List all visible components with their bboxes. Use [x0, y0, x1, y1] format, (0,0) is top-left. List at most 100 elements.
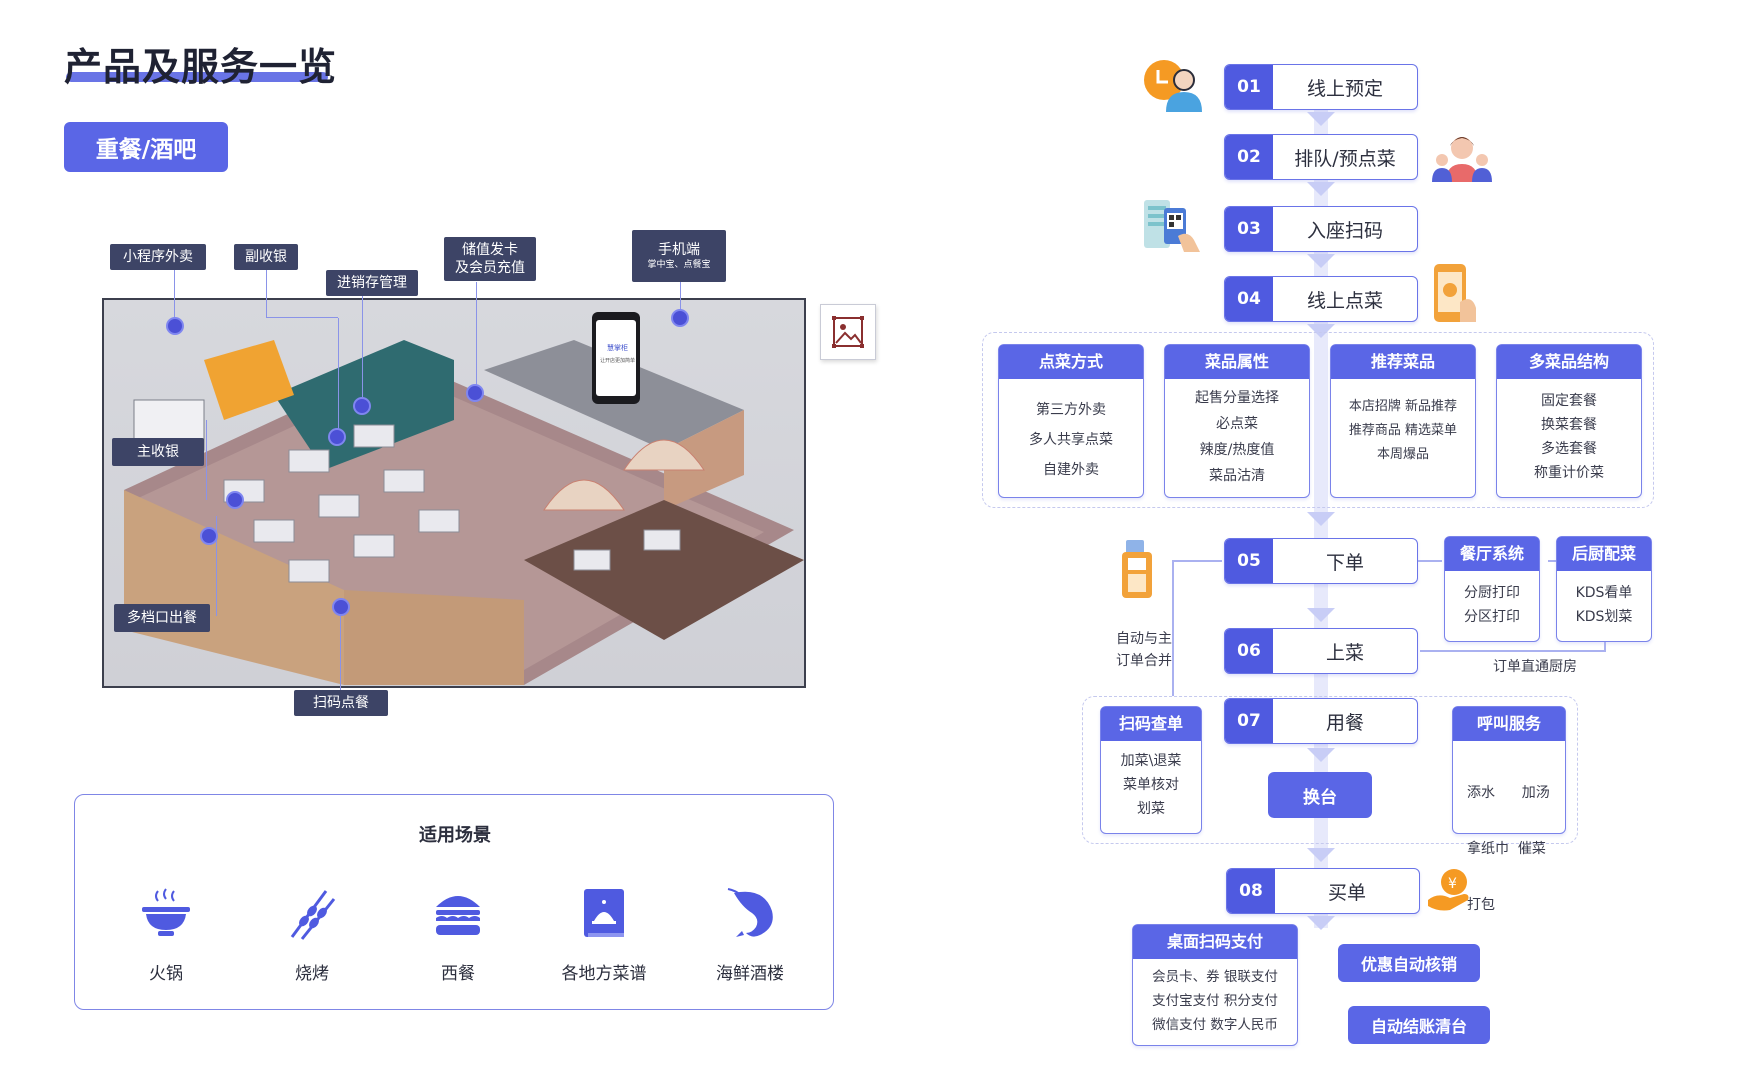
callout-stored-value: 储值发卡 及会员充值	[444, 237, 536, 281]
feature-item: 菜品沽清	[1209, 468, 1265, 484]
flow-step-06: 06 上菜	[1224, 628, 1418, 674]
step-label: 入座扫码	[1306, 219, 1383, 242]
feature-item: 称重计价菜	[1534, 465, 1604, 481]
scenario-label: 西餐	[441, 964, 475, 984]
system-card-title: 餐厅系统	[1445, 537, 1539, 571]
leader-line	[338, 318, 339, 438]
device-tagline-text: 让开店更加简单	[600, 357, 635, 364]
scenario-hotpot: 火锅	[111, 881, 221, 984]
marker-mobile	[671, 309, 689, 327]
kitchen-note: 订单直通厨房	[1493, 659, 1577, 675]
step-label: 上菜	[1325, 641, 1364, 664]
phone-order-icon	[1430, 262, 1480, 328]
marker-stored-value	[466, 384, 484, 402]
feature-card-recommended: 推荐菜品 本店招牌 新品推荐 推荐商品 精选菜单 本周爆品	[1330, 344, 1476, 498]
feature-item: 本店招牌 新品推荐	[1348, 399, 1458, 414]
system-item: 分区打印	[1464, 609, 1520, 625]
scenarios-panel: 适用场景 火锅 烧烤	[74, 794, 834, 1010]
feature-item: 推荐商品 精选菜单	[1348, 423, 1458, 438]
feature-card-dish-attributes: 菜品属性 起售分量选择 必点菜 辣度/热度值 菜品沽清	[1164, 344, 1310, 498]
flow-arrow	[1307, 748, 1335, 762]
auto-discount-badge: 优惠自动核销	[1338, 944, 1480, 982]
scenarios-title: 适用场景	[419, 825, 491, 846]
merge-note-line2: 订单合并	[1116, 653, 1172, 669]
callout-stored-value-line1: 储值发卡	[462, 242, 518, 258]
feature-card-order-method: 点菜方式 第三方外卖 多人共享点菜 自建外卖	[998, 344, 1144, 498]
marker-scan-order	[332, 598, 350, 616]
connector-line	[1604, 642, 1606, 650]
scan-check-card: 扫码查单 加菜\退菜 菜单核对 划菜	[1100, 706, 1202, 834]
system-item: KDS划菜	[1575, 609, 1633, 625]
marker-multi-stall	[200, 527, 218, 545]
connector-line	[1418, 560, 1442, 562]
merge-note-line1: 自动与主	[1116, 631, 1172, 647]
step-number: 02	[1225, 135, 1273, 179]
marker-mini-program	[166, 317, 184, 335]
leader-line	[174, 266, 175, 326]
image-placeholder[interactable]	[820, 304, 876, 360]
flow-step-07: 07 用餐	[1224, 698, 1418, 744]
flow-step-08: 08 买单	[1226, 868, 1420, 914]
image-icon	[832, 316, 864, 348]
feature-item: 自建外卖	[1043, 462, 1099, 478]
flow-step-05: 05 下单	[1224, 538, 1418, 584]
callout-stored-value-line2: 及会员充值	[455, 260, 525, 276]
restaurant-system-card: 餐厅系统 分厨打印 分区打印	[1444, 536, 1540, 642]
scenario-regional: 各地方菜谱	[549, 881, 659, 984]
change-table-button: 换台	[1268, 772, 1372, 818]
kitchen-system-card: 后厨配菜 KDS看单 KDS划菜	[1556, 536, 1652, 642]
scan-check-item: 划菜	[1137, 801, 1165, 817]
feature-item: 固定套餐	[1541, 393, 1597, 409]
system-item: KDS看单	[1575, 585, 1633, 601]
call-service-card: 呼叫服务 添水 加汤 拿纸巾 催菜 打包	[1452, 706, 1566, 913]
recipe-book-icon	[549, 881, 659, 945]
leader-line	[362, 295, 363, 405]
step-number: 08	[1227, 869, 1275, 913]
shrimp-icon	[695, 881, 805, 945]
scenario-label: 火锅	[149, 964, 183, 984]
callout-main-cashier: 主收银	[112, 438, 204, 466]
marker-sub-cashier	[328, 428, 346, 446]
scenario-label: 各地方菜谱	[561, 964, 647, 984]
call-service-item: 打包	[1467, 897, 1495, 913]
step-label: 买单	[1327, 881, 1366, 904]
scan-check-item: 加菜\退菜	[1120, 753, 1182, 769]
step-label: 下单	[1325, 551, 1364, 574]
feature-item: 多人共享点菜	[1029, 432, 1113, 448]
callout-sub-cashier: 副收银	[234, 244, 298, 270]
svg-text:¥: ¥	[1448, 876, 1457, 892]
step-label: 线上预定	[1306, 77, 1383, 100]
queue-people-icon	[1432, 132, 1492, 186]
title-underline	[66, 72, 328, 82]
leader-line	[216, 516, 217, 616]
hotpot-icon	[111, 881, 221, 945]
feature-card-title: 多菜品结构	[1497, 345, 1641, 379]
payment-item: 微信支付 数字人民币	[1152, 1017, 1278, 1033]
step-number: 04	[1225, 277, 1273, 321]
reservation-person-icon	[1142, 56, 1206, 116]
feature-item: 本周爆品	[1376, 447, 1429, 462]
call-service-title: 呼叫服务	[1453, 707, 1565, 741]
flow-arrow	[1307, 916, 1335, 930]
scenario-seafood: 海鲜酒楼	[695, 881, 805, 984]
flow-arrow	[1307, 848, 1335, 862]
flow-arrow	[1307, 324, 1335, 338]
connector-line	[1172, 560, 1222, 562]
scenario-label: 海鲜酒楼	[716, 964, 784, 984]
leader-line	[206, 420, 207, 500]
scan-check-item: 菜单核对	[1123, 777, 1179, 793]
callout-multi-stall: 多档口出餐	[114, 604, 210, 632]
page-title: 产品及服务一览	[64, 45, 338, 89]
category-badge: 重餐/酒吧	[64, 122, 228, 172]
callout-mobile: 手机端 掌中宝、点餐宝	[632, 230, 726, 282]
step-number: 03	[1225, 207, 1273, 251]
flow-arrow	[1307, 112, 1335, 126]
payment-hand-icon: ¥	[1424, 866, 1474, 920]
callout-inventory: 进销存管理	[326, 270, 418, 296]
flow-step-02: 02 排队/预点菜	[1224, 134, 1418, 180]
connector-line	[1420, 650, 1606, 652]
leader-line	[476, 282, 477, 392]
leader-line	[680, 282, 681, 318]
flow-arrow	[1307, 182, 1335, 196]
dining-panel	[1082, 696, 1578, 844]
